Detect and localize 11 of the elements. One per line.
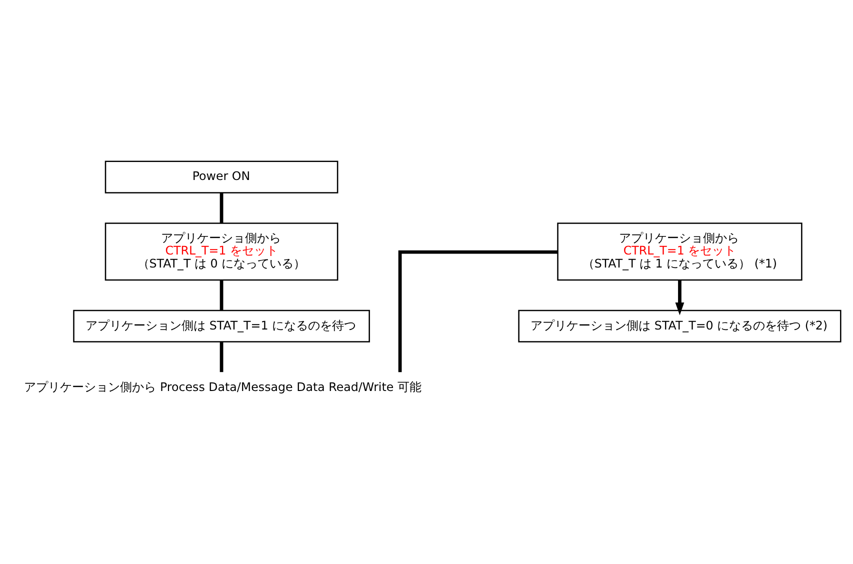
node-box: アプリケーション側は STAT_T=1 になるのを待つ xyxy=(73,309,370,342)
node-box: Power ON xyxy=(104,160,338,193)
node-box: アプリケーショ側から CTRL_T=1 をセット （STAT_T は 1 になっている） (*1) xyxy=(557,222,802,280)
node-box: アプリケーショ側から CTRL_T=1 をセット （STAT_T は 0 になっている） xyxy=(104,222,338,280)
connector xyxy=(220,192,224,223)
connector xyxy=(220,279,224,310)
arrow xyxy=(675,279,684,315)
connector xyxy=(398,250,558,372)
node-text: アプリケーション側から Process Data/Message Data Read/Write 可能 xyxy=(24,380,422,394)
node-box: アプリケーション側は STAT_T=0 になるのを待つ (*2) xyxy=(518,309,842,342)
connector xyxy=(220,342,224,372)
